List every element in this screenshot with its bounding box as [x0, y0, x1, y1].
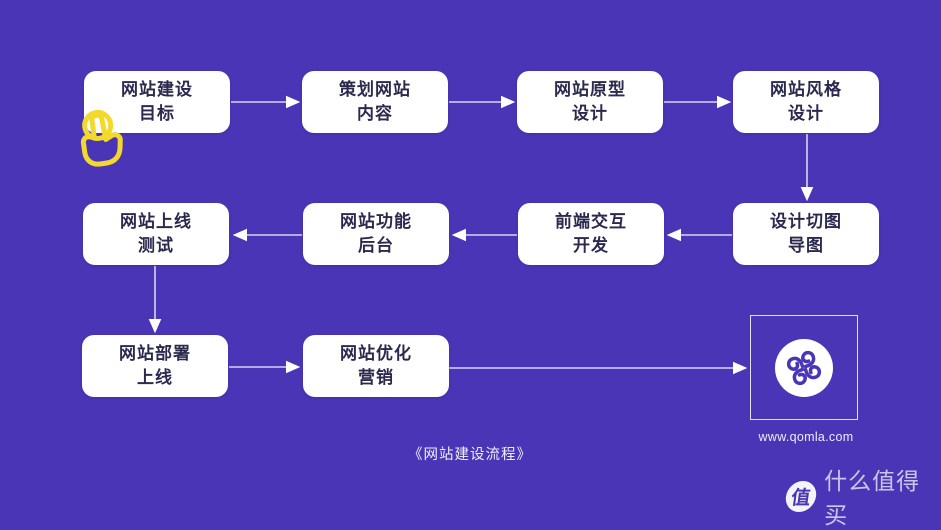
flow-node-design-slicing: 设计切图 导图	[733, 203, 879, 265]
smzdm-badge-icon: 值	[783, 480, 819, 512]
flow-node-plan-content: 策划网站 内容	[302, 71, 448, 133]
tap-cursor-icon	[80, 109, 123, 167]
flow-node-frontend-dev: 前端交互 开发	[518, 203, 664, 265]
flow-node-backend-function: 网站功能 后台	[303, 203, 449, 265]
smzdm-watermark: 值 什么值得买	[783, 462, 941, 530]
qomla-logo-icon	[775, 338, 833, 397]
flow-node-deploy-launch: 网站部署 上线	[82, 335, 228, 397]
flow-node-online-testing: 网站上线 测试	[83, 203, 229, 265]
flow-node-website-goal: 网站建设 目标	[84, 71, 230, 133]
qomla-logo-frame	[750, 315, 858, 420]
diagram-caption: 《网站建设流程》	[408, 447, 532, 463]
flow-node-prototype-design: 网站原型 设计	[517, 71, 663, 133]
qomla-url: www.qomla.com	[758, 430, 854, 444]
flow-node-style-design: 网站风格 设计	[733, 71, 879, 133]
flowchart-canvas: 网站建设 目标 策划网站 内容 网站原型 设计 网站风格 设计 设计切图 导图 …	[80, 71, 919, 528]
flow-node-seo-marketing: 网站优化 营销	[303, 335, 449, 397]
smzdm-watermark-text: 什么值得买	[824, 468, 921, 528]
